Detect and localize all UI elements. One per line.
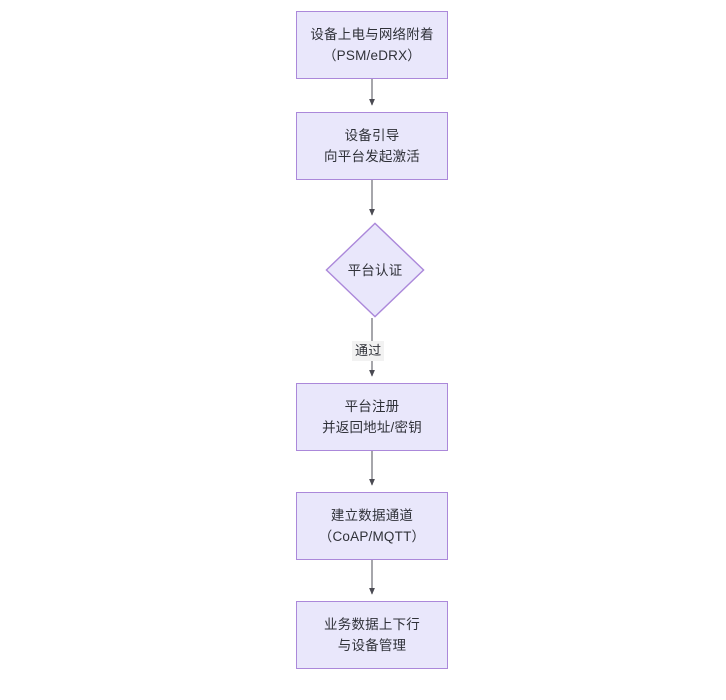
node-label: 设备上电与网络附着 （PSM/eDRX） — [310, 27, 434, 63]
node-label: 设备引导 向平台发起激活 — [324, 128, 420, 164]
node-device-power-on[interactable]: 设备上电与网络附着 （PSM/eDRX） — [296, 11, 448, 79]
node-label: 平台注册 并返回地址/密钥 — [322, 399, 422, 435]
node-service-data-and-management[interactable]: 业务数据上下行 与设备管理 — [296, 601, 448, 669]
node-label: 建立数据通道 （CoAP/MQTT） — [318, 508, 426, 544]
edge-label-pass: 通过 — [352, 341, 385, 361]
node-platform-registration[interactable]: 平台注册 并返回地址/密钥 — [296, 383, 448, 451]
node-establish-data-channel[interactable]: 建立数据通道 （CoAP/MQTT） — [296, 492, 448, 560]
node-device-bootstrap[interactable]: 设备引导 向平台发起激活 — [296, 112, 448, 180]
diamond-shape — [325, 222, 425, 318]
node-label: 平台认证 — [347, 262, 403, 278]
node-label: 业务数据上下行 与设备管理 — [324, 617, 420, 653]
node-platform-authentication[interactable]: 平台认证 — [325, 222, 425, 318]
